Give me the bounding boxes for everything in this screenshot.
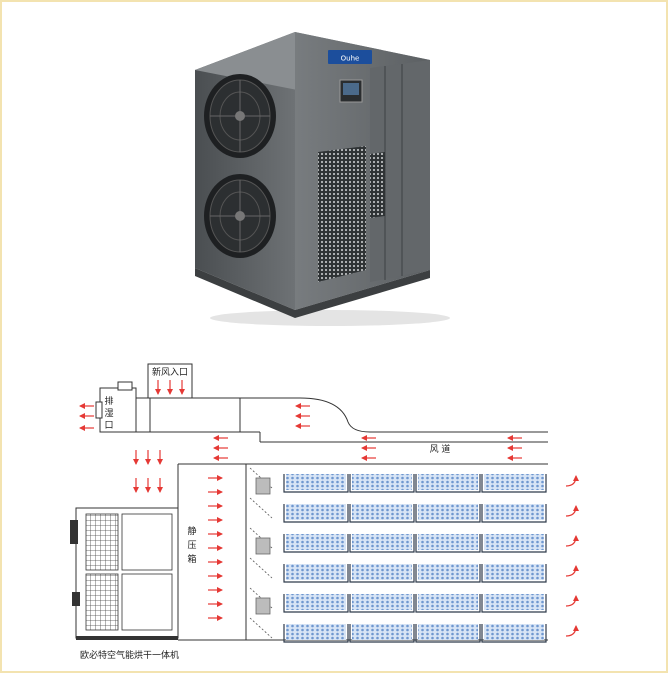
unit-caption: 欧必特空气能烘干一体机 [80, 649, 179, 661]
tray [283, 564, 349, 583]
tray [349, 624, 415, 643]
tray [283, 534, 349, 553]
airflow-schematic: 新风入口 排 湿 口 风 [70, 363, 579, 661]
fan-icon [204, 74, 276, 158]
arrow-icon [565, 565, 579, 577]
tray [283, 594, 349, 613]
tray [481, 474, 547, 493]
tray [415, 564, 481, 583]
exhaust-label-3: 口 [104, 421, 113, 431]
brand-badge [328, 50, 372, 64]
arrow-icon [565, 595, 579, 607]
material-trays [283, 474, 547, 643]
heat-pump-dryer-photo: Ouhe [195, 32, 450, 326]
exhaust-label-2: 湿 [104, 408, 113, 419]
tray [349, 474, 415, 493]
heat-pump-unit [70, 507, 179, 640]
arrow-icon [565, 475, 579, 487]
tray [481, 534, 547, 553]
tray [349, 534, 415, 553]
arrow-icon [565, 625, 579, 637]
arrow-icon [565, 505, 579, 517]
tray [415, 624, 481, 643]
plenum-label-1: 静 [187, 525, 196, 537]
tray [349, 594, 415, 613]
tray [283, 474, 349, 493]
circulation-fans [255, 477, 271, 615]
plenum-label-2: 压 [187, 540, 196, 551]
tray [415, 594, 481, 613]
tray [415, 504, 481, 523]
air-duct-label: 风 道 [430, 443, 451, 455]
tray [283, 504, 349, 523]
tray [415, 474, 481, 493]
tray [481, 564, 547, 583]
tray [283, 624, 349, 643]
tray [481, 624, 547, 643]
plenum-label-3: 箱 [187, 553, 196, 565]
exhaust-outlet: 排 湿 口 [95, 381, 137, 433]
tray [349, 564, 415, 583]
exhaust-label-1: 排 [104, 395, 113, 407]
tray [349, 504, 415, 523]
fresh-air-inlet-label: 新风入口 [152, 366, 188, 378]
arrow-icon [565, 535, 579, 547]
tray [481, 504, 547, 523]
tray [415, 534, 481, 553]
fan-icon [204, 174, 276, 258]
brand-badge-text: Ouhe [341, 55, 360, 63]
tray [481, 594, 547, 613]
airflow-arrows [79, 380, 579, 637]
front-mesh-vent [318, 146, 366, 282]
